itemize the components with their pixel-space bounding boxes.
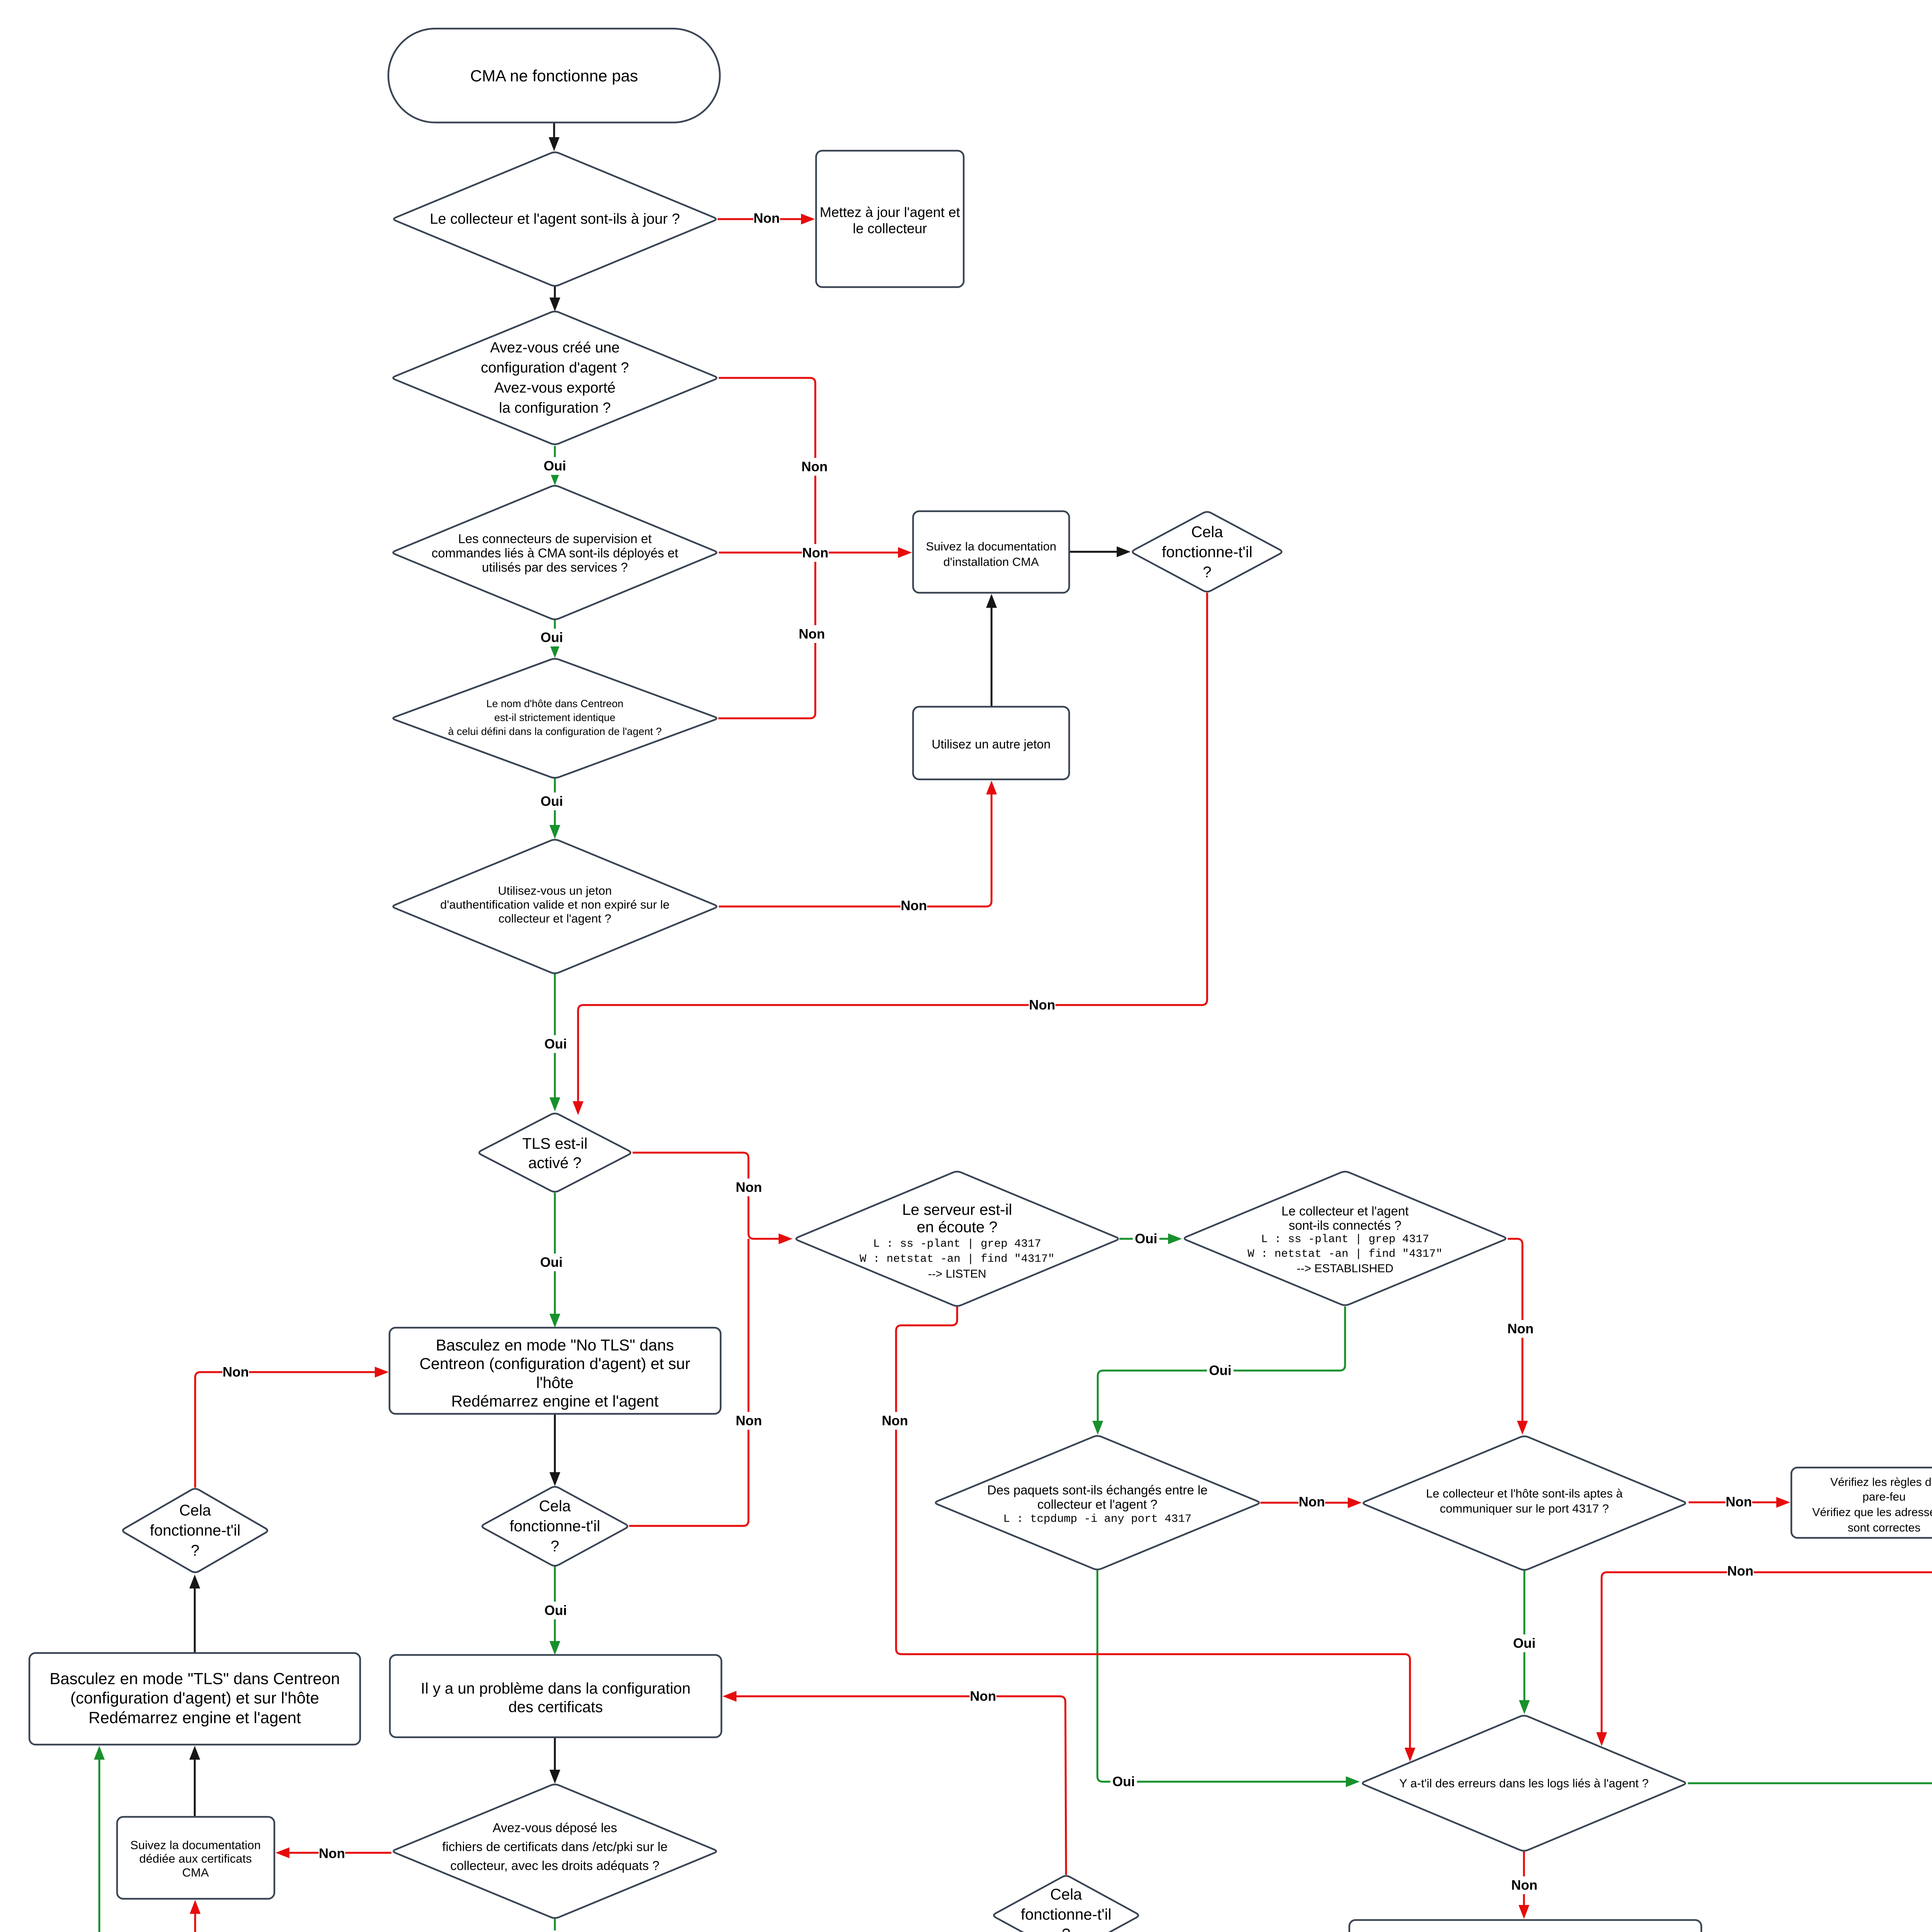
- svg-text:activé ?: activé ?: [528, 1155, 582, 1172]
- svg-text:Non: Non: [801, 459, 828, 474]
- svg-text:Non: Non: [882, 1413, 908, 1429]
- svg-text:Cela: Cela: [1191, 524, 1223, 541]
- svg-text:Le collecteur et l'agent: Le collecteur et l'agent: [1281, 1204, 1408, 1218]
- svg-text:Oui: Oui: [544, 1603, 567, 1618]
- svg-text:Vérifiez les règles de: Vérifiez les règles de: [1830, 1476, 1932, 1489]
- svg-text:L : tcpdump -i any port 4317: L : tcpdump -i any port 4317: [1003, 1513, 1191, 1526]
- svg-text:Le serveur est-il: Le serveur est-il: [902, 1201, 1012, 1218]
- svg-text:communiquer sur le port 4317 ?: communiquer sur le port 4317 ?: [1440, 1502, 1609, 1515]
- svg-text:Oui: Oui: [1135, 1231, 1157, 1247]
- svg-text:collecteur, avec les droits ad: collecteur, avec les droits adéquats ?: [450, 1859, 659, 1873]
- svg-text:Non: Non: [1511, 1878, 1537, 1893]
- svg-text:Non: Non: [736, 1180, 762, 1195]
- svg-text:TLS est-il: TLS est-il: [522, 1135, 588, 1152]
- svg-text:fonctionne-t'il: fonctionne-t'il: [150, 1522, 240, 1539]
- svg-text:sont correctes: sont correctes: [1848, 1522, 1920, 1534]
- svg-text:Mettez à jour l'agent et: Mettez à jour l'agent et: [820, 204, 960, 220]
- svg-text:Oui: Oui: [1209, 1363, 1231, 1378]
- svg-text:en écoute ?: en écoute ?: [917, 1219, 997, 1236]
- svg-text:Avez-vous créé une: Avez-vous créé une: [490, 340, 619, 356]
- svg-text:Suivez la documentation: Suivez la documentation: [130, 1838, 261, 1852]
- svg-text:Cela: Cela: [179, 1502, 211, 1519]
- svg-text:sont-ils connectés ?: sont-ils connectés ?: [1289, 1218, 1401, 1233]
- svg-text:Cela: Cela: [1050, 1886, 1082, 1903]
- svg-text:Oui: Oui: [541, 794, 563, 809]
- svg-text:Oui: Oui: [1513, 1636, 1536, 1651]
- svg-text:Utilisez-vous un jeton: Utilisez-vous un jeton: [498, 884, 612, 898]
- svg-text:Non: Non: [1029, 998, 1055, 1013]
- svg-text:?: ?: [1203, 564, 1211, 581]
- svg-text:Non: Non: [319, 1846, 345, 1861]
- svg-text:?: ?: [551, 1538, 559, 1555]
- svg-text:Il y a un problème dans la con: Il y a un problème dans la configuration: [421, 1680, 690, 1697]
- svg-text:Oui: Oui: [544, 459, 566, 474]
- svg-text:Oui: Oui: [540, 1255, 563, 1270]
- svg-text:Suivez la documentation: Suivez la documentation: [926, 540, 1056, 553]
- svg-text:Oui: Oui: [541, 630, 563, 645]
- svg-text:Vérifiez que les adresses IP: Vérifiez que les adresses IP: [1812, 1506, 1932, 1519]
- svg-text:Avez-vous exporté: Avez-vous exporté: [494, 380, 616, 396]
- svg-text:Non: Non: [1299, 1495, 1325, 1510]
- svg-text:Des paquets sont-ils échangés: Des paquets sont-ils échangés entre le: [987, 1483, 1208, 1497]
- svg-text:Redémarrez engine et l'agent: Redémarrez engine et l'agent: [88, 1709, 301, 1727]
- svg-text:--> ESTABLISHED: --> ESTABLISHED: [1297, 1262, 1393, 1275]
- svg-text:Les connecteurs de supervision: Les connecteurs de supervision et: [458, 532, 652, 546]
- svg-text:Non: Non: [223, 1365, 249, 1380]
- svg-text:fichiers de certificats dans /: fichiers de certificats dans /etc/pki su…: [442, 1840, 667, 1854]
- svg-text:à celui défini dans la configu: à celui défini dans la configuration de …: [448, 726, 662, 737]
- svg-text:?: ?: [1062, 1926, 1070, 1932]
- svg-text:Redémarrez engine et l'agent: Redémarrez engine et l'agent: [451, 1392, 659, 1410]
- svg-text:fonctionne-t'il: fonctionne-t'il: [1162, 544, 1252, 561]
- svg-text:l'hôte: l'hôte: [536, 1374, 574, 1391]
- svg-text:Non: Non: [1727, 1564, 1753, 1579]
- svg-text:W : netstat -an | find "4317": W : netstat -an | find "4317": [1248, 1248, 1443, 1260]
- svg-text:d'installation CMA: d'installation CMA: [943, 555, 1039, 569]
- svg-text:Oui: Oui: [1112, 1774, 1135, 1789]
- svg-text:d'authentification valide et n: d'authentification valide et non expiré …: [440, 898, 670, 912]
- svg-text:Le collecteur et l'hôte sont-i: Le collecteur et l'hôte sont-ils aptes à: [1426, 1487, 1623, 1500]
- svg-text:Y a-t'il des erreurs dans les: Y a-t'il des erreurs dans les logs liés …: [1399, 1777, 1648, 1790]
- svg-text:Non: Non: [753, 211, 780, 226]
- svg-text:est-il strictement identique: est-il strictement identique: [494, 712, 616, 723]
- svg-text:Centreon (configuration d'agen: Centreon (configuration d'agent) et sur: [420, 1355, 690, 1372]
- svg-text:L : ss -plant | grep 4317: L : ss -plant | grep 4317: [1261, 1233, 1429, 1246]
- svg-text:Cela: Cela: [539, 1498, 571, 1515]
- svg-text:collecteur et l'agent ?: collecteur et l'agent ?: [1037, 1497, 1158, 1512]
- svg-text:des certificats: des certificats: [509, 1699, 603, 1716]
- svg-text:collecteur et l'agent ?: collecteur et l'agent ?: [498, 912, 611, 925]
- svg-text:(configuration d'agent) et sur: (configuration d'agent) et sur l'hôte: [70, 1689, 319, 1707]
- svg-text:Non: Non: [970, 1689, 996, 1704]
- svg-text:Basculez en mode "TLS" dans Ce: Basculez en mode "TLS" dans Centreon: [49, 1670, 340, 1688]
- svg-text:Le collecteur et l'agent sont-: Le collecteur et l'agent sont-ils à jour…: [430, 211, 680, 227]
- svg-text:la configuration ?: la configuration ?: [499, 400, 611, 416]
- svg-text:pare-feu: pare-feu: [1862, 1491, 1906, 1503]
- svg-text:Non: Non: [736, 1413, 762, 1429]
- svg-text:Basculez en mode "No TLS" dans: Basculez en mode "No TLS" dans: [436, 1336, 674, 1354]
- svg-text:Non: Non: [1726, 1495, 1752, 1510]
- svg-text:le collecteur: le collecteur: [853, 221, 927, 236]
- svg-text:configuration d'agent ?: configuration d'agent ?: [481, 360, 629, 376]
- svg-text:utilisés par des services ?: utilisés par des services ?: [482, 560, 628, 575]
- svg-text:Avez-vous déposé les: Avez-vous déposé les: [493, 1821, 617, 1835]
- svg-text:L : ss -plant | grep 4317: L : ss -plant | grep 4317: [873, 1238, 1041, 1250]
- svg-text:W : netstat -an | find "4317": W : netstat -an | find "4317": [860, 1253, 1055, 1265]
- svg-text:Non: Non: [799, 627, 825, 642]
- svg-text:commandes liés à CMA sont-ils: commandes liés à CMA sont-ils déployés e…: [432, 546, 678, 560]
- svg-text:Non: Non: [802, 546, 828, 561]
- svg-text:CMA ne fonctionne pas: CMA ne fonctionne pas: [470, 67, 638, 85]
- svg-text:?: ?: [191, 1542, 199, 1559]
- svg-text:Le nom d'hôte dans Centreon: Le nom d'hôte dans Centreon: [486, 698, 624, 709]
- svg-text:fonctionne-t'il: fonctionne-t'il: [510, 1518, 600, 1535]
- svg-text:dédiée aux certificats: dédiée aux certificats: [139, 1852, 252, 1866]
- svg-text:fonctionne-t'il: fonctionne-t'il: [1021, 1906, 1111, 1923]
- svg-text:Oui: Oui: [544, 1037, 567, 1052]
- svg-text:Non: Non: [1507, 1321, 1534, 1337]
- svg-text:Utilisez un autre jeton: Utilisez un autre jeton: [932, 737, 1051, 751]
- svg-text:CMA: CMA: [182, 1866, 209, 1879]
- svg-text:Non: Non: [901, 898, 927, 913]
- svg-text:--> LISTEN: --> LISTEN: [928, 1268, 986, 1281]
